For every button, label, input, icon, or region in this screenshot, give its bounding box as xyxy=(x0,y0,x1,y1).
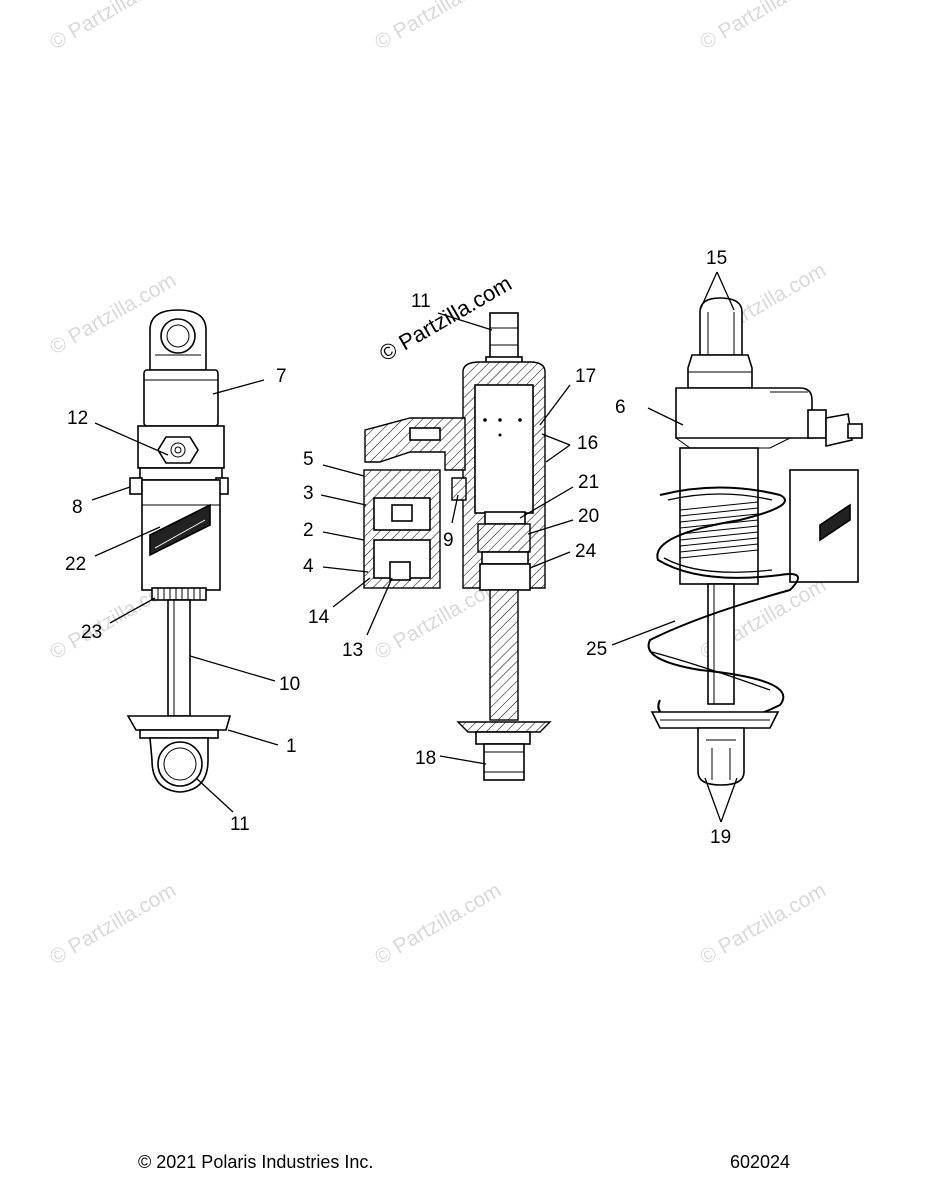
callout-11-lower: 11 xyxy=(230,814,250,835)
callout-15: 15 xyxy=(706,248,727,269)
callout-24: 24 xyxy=(575,541,597,562)
callout-2: 2 xyxy=(303,520,314,541)
callout-17: 17 xyxy=(575,366,596,387)
callout-labels: 7 12 8 22 23 10 1 11 11 5 3 2 4 14 13 9 … xyxy=(65,248,731,848)
callout-18: 18 xyxy=(415,748,436,769)
watermark: © Partzilla.com xyxy=(371,0,505,54)
watermark: © Partzilla.com xyxy=(371,879,505,970)
callout-7: 7 xyxy=(276,366,287,387)
callout-10: 10 xyxy=(279,674,300,695)
copyright-notice: © 2021 Polaris Industries Inc. xyxy=(138,1152,374,1172)
callout-1: 1 xyxy=(286,736,297,757)
left-shock-exterior xyxy=(126,309,232,793)
center-shock-section xyxy=(363,312,552,781)
leader-lines xyxy=(91,271,738,823)
drawing-number: 602024 xyxy=(730,1152,791,1172)
callout-19: 19 xyxy=(710,827,731,848)
watermark: © Partzilla.com xyxy=(696,879,830,970)
callout-4: 4 xyxy=(303,556,314,577)
callout-11-upper: 11 xyxy=(411,291,431,312)
watermark: © Partzilla.com xyxy=(696,0,830,54)
watermark: © Partzilla.com xyxy=(46,879,180,970)
callout-23: 23 xyxy=(81,622,102,643)
callout-13: 13 xyxy=(342,640,363,661)
callout-9: 9 xyxy=(443,530,454,551)
callout-22: 22 xyxy=(65,554,86,575)
right-shock-with-spring xyxy=(647,297,863,786)
callout-5: 5 xyxy=(303,449,314,470)
callout-20: 20 xyxy=(578,506,599,527)
callout-6: 6 xyxy=(615,397,626,418)
watermark: © Partzilla.com xyxy=(46,0,180,54)
callout-8: 8 xyxy=(72,497,83,518)
callout-12: 12 xyxy=(67,408,88,429)
callout-21: 21 xyxy=(578,472,599,493)
callout-3: 3 xyxy=(303,483,314,504)
callout-25: 25 xyxy=(586,639,607,660)
callout-16: 16 xyxy=(577,433,598,454)
callout-14: 14 xyxy=(308,607,330,628)
